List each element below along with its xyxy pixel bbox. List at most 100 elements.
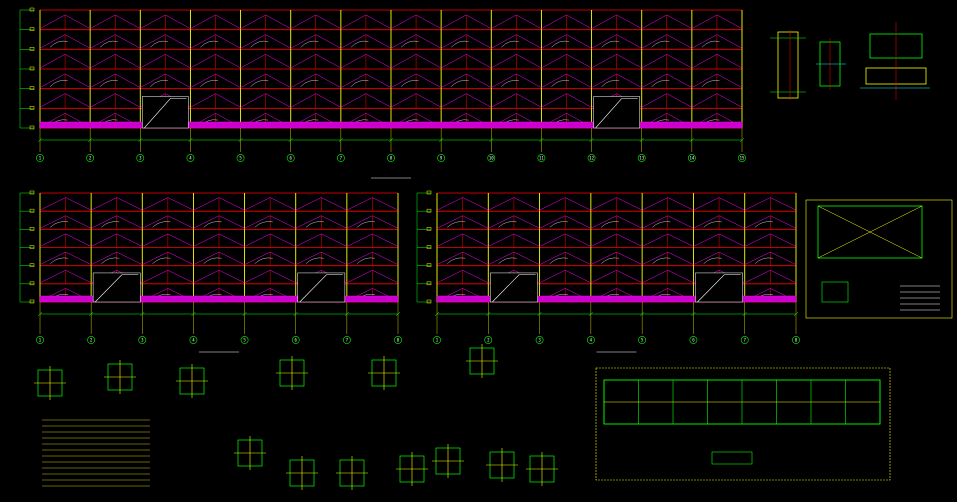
dim-tick xyxy=(344,311,350,317)
axis-label: 8 xyxy=(390,156,393,161)
stair-run xyxy=(350,40,369,48)
level-tag xyxy=(426,263,432,267)
level-tag xyxy=(29,47,35,51)
stair-run xyxy=(152,257,171,264)
level-markers xyxy=(19,190,35,304)
dim-tick xyxy=(589,137,594,143)
axis-label: 2 xyxy=(90,338,93,343)
axis-bubble xyxy=(689,336,698,344)
stair-run xyxy=(100,80,118,87)
dim-tick xyxy=(438,137,444,143)
columns xyxy=(39,10,743,152)
axis-bubble xyxy=(138,336,147,344)
stair-run xyxy=(498,257,517,264)
level-tag xyxy=(29,125,35,130)
stair-run xyxy=(601,80,620,87)
level-tag xyxy=(29,281,35,286)
level-tag xyxy=(29,227,35,231)
level-tag xyxy=(29,86,35,90)
axis-bubble xyxy=(387,154,395,162)
base-slab xyxy=(39,96,743,129)
stair-run xyxy=(447,221,466,228)
level-tag xyxy=(29,263,35,267)
axis-bubble xyxy=(487,154,496,162)
beam-splice xyxy=(711,451,753,465)
stair-run xyxy=(356,221,376,228)
dim-tick xyxy=(486,311,491,317)
level-tag xyxy=(29,7,35,12)
slab-band xyxy=(39,295,399,303)
dim-tick xyxy=(639,137,644,143)
stair-run xyxy=(501,80,519,87)
dim-tick xyxy=(395,311,401,317)
axis-bubble xyxy=(86,154,95,162)
stair-run xyxy=(49,40,68,48)
axis-bubble xyxy=(36,154,44,162)
stair-run xyxy=(400,40,419,48)
stair-run xyxy=(451,40,469,48)
ramp-line xyxy=(94,274,139,303)
level-tag xyxy=(29,190,35,195)
dim-tick xyxy=(689,137,695,143)
detail-drawings xyxy=(34,22,953,490)
axis-label: 13 xyxy=(639,156,644,161)
dim-tick xyxy=(138,137,143,143)
axis-label: 1 xyxy=(39,338,42,343)
axis-label: 8 xyxy=(397,338,400,343)
axis-bubble xyxy=(286,154,295,162)
level-tag xyxy=(29,208,35,213)
stair-run xyxy=(600,257,620,264)
axis-label: 1 xyxy=(436,338,439,343)
axis-bubble xyxy=(394,336,402,344)
stair-run xyxy=(49,80,68,87)
level-tag xyxy=(426,208,432,213)
stair-run xyxy=(651,40,670,48)
level-tag xyxy=(426,245,432,249)
dim-tick xyxy=(88,311,94,317)
columns xyxy=(436,193,797,334)
axis-bubble xyxy=(535,336,544,344)
stair-run xyxy=(356,257,376,264)
level-tag xyxy=(426,281,432,286)
beam-frame xyxy=(595,367,891,481)
level-tag xyxy=(29,106,35,110)
stair-run xyxy=(305,257,324,264)
axis-label: 5 xyxy=(243,338,246,343)
stair-run xyxy=(451,80,469,87)
stair-run xyxy=(549,257,568,264)
axis-label: 5 xyxy=(641,338,644,343)
section-detail-a xyxy=(770,30,806,100)
axis-label: 6 xyxy=(290,156,293,161)
stair-run xyxy=(101,257,120,264)
axis-bubble xyxy=(136,154,145,162)
opening xyxy=(695,272,743,303)
slab-band xyxy=(39,121,743,129)
stair-run xyxy=(50,257,69,264)
dim-tick xyxy=(588,311,594,317)
axis-label: 4 xyxy=(192,338,195,343)
trusses xyxy=(39,14,743,128)
dim-tick xyxy=(242,311,247,317)
axis-bubble xyxy=(637,154,646,162)
axis-bubble xyxy=(738,154,746,162)
axis-bubble xyxy=(342,336,351,344)
level-tag xyxy=(29,299,35,304)
dim-tick xyxy=(288,137,293,143)
dimension-line xyxy=(37,137,745,143)
columns xyxy=(39,193,399,334)
axis-label: 8 xyxy=(795,338,798,343)
axis-bubble xyxy=(336,154,345,162)
axis-label: 4 xyxy=(189,156,192,161)
stair-run xyxy=(601,40,620,48)
stair-run xyxy=(701,40,720,48)
stair-run xyxy=(551,40,570,48)
stair-run xyxy=(254,221,273,228)
dim-tick xyxy=(338,137,344,143)
opening xyxy=(490,272,538,303)
